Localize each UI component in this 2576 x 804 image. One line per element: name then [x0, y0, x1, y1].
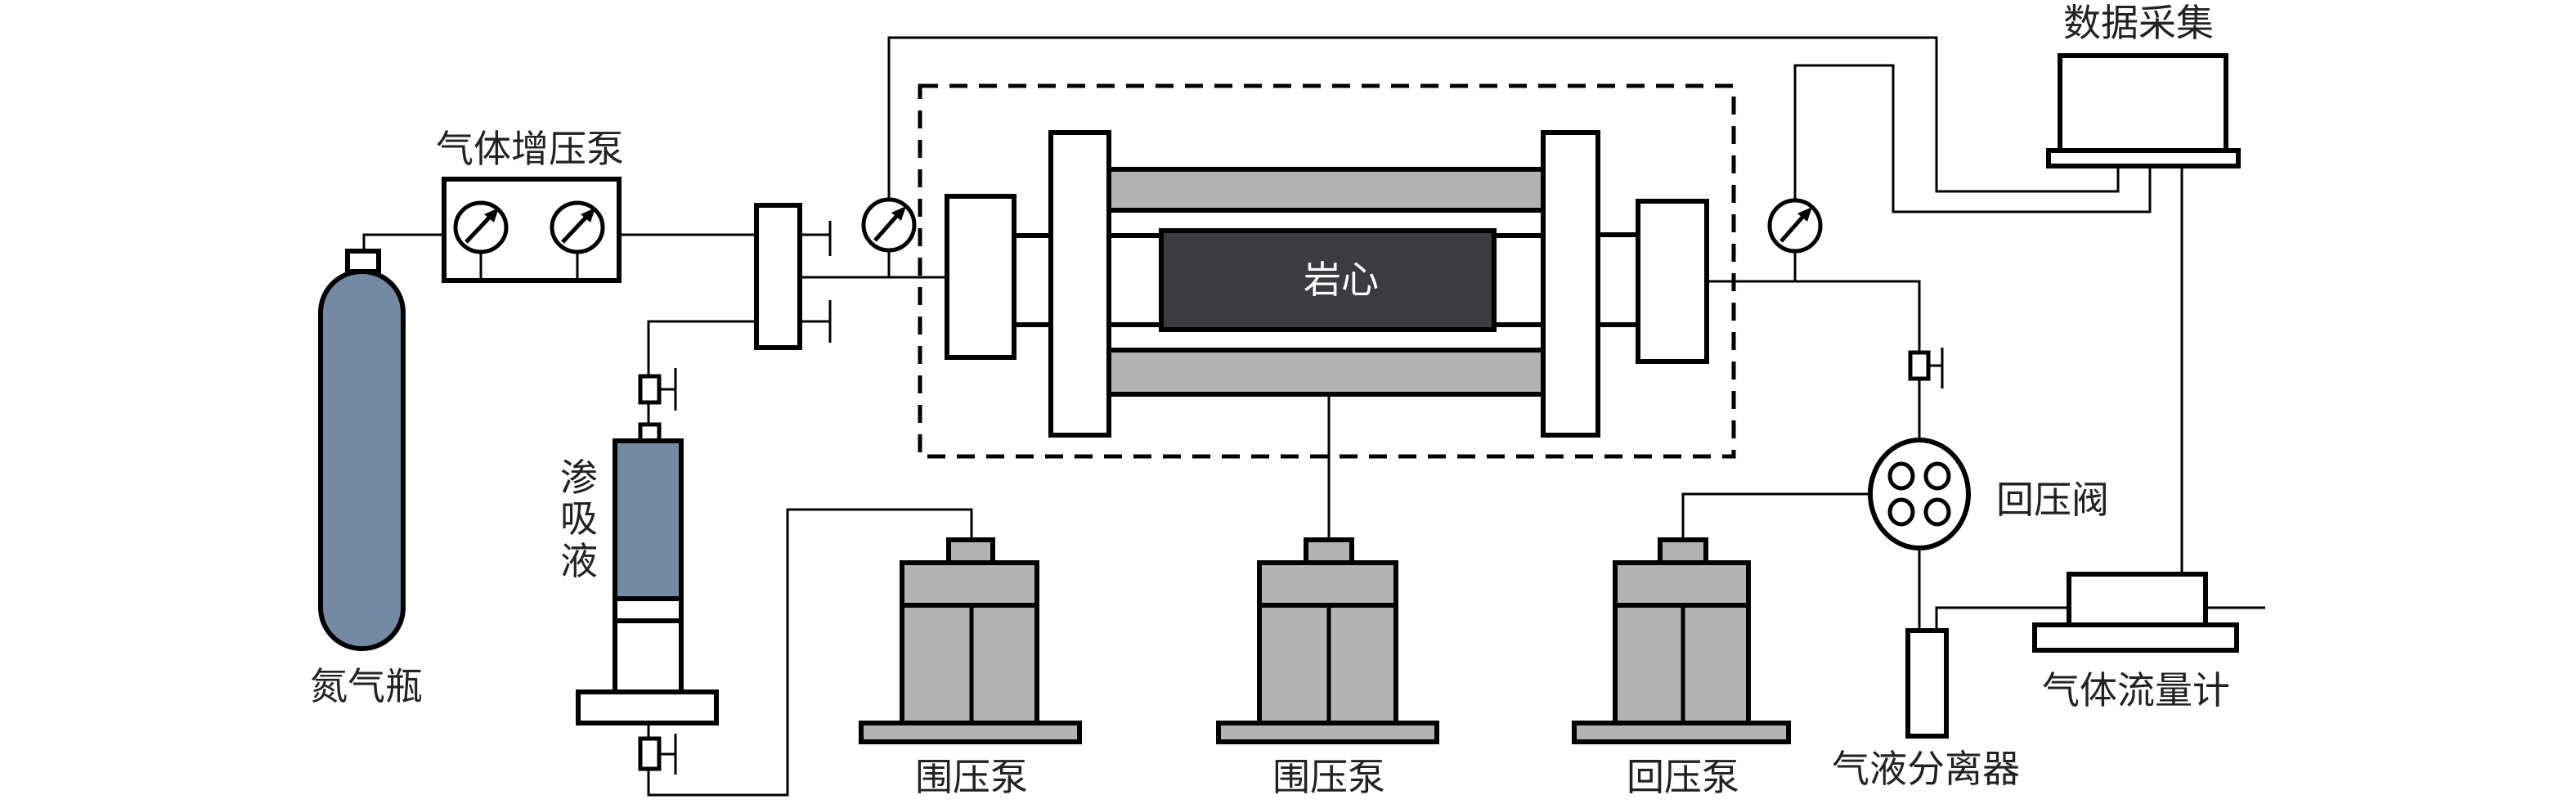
pressure-gauge-icon: [550, 200, 605, 281]
imbibition-liquid-container: [576, 422, 719, 725]
rock-core: [1159, 228, 1497, 332]
confining-pressure-pump-2: [1216, 537, 1439, 744]
gas-liquid-separator-label: 气液分离器: [1832, 747, 2020, 791]
pipelines: [362, 36, 2265, 797]
imbibition-liquid-label: 液: [560, 539, 598, 583]
confining-pressure-pump-1: [859, 537, 1082, 744]
nitrogen-cylinder: [318, 249, 406, 651]
imbibition-liquid-label: 吸: [560, 496, 598, 541]
back-pressure-valve: [1868, 438, 1971, 550]
data-acquisition-label: 数据采集: [2063, 1, 2214, 45]
gas-liquid-separator: [1905, 628, 1949, 739]
back-pressure-pump-label: 回压泵: [1627, 755, 1739, 799]
rock-core-label: 岩心: [1304, 258, 1379, 302]
back-pressure-valve-label: 回压阀: [1996, 478, 2109, 522]
pressure-gauge-icon: [1767, 198, 1823, 254]
valve-icon: [638, 374, 662, 405]
back-pressure-pump: [1572, 537, 1791, 744]
valve-icon: [638, 736, 662, 771]
gas-flowmeter: [2032, 572, 2239, 653]
confining-pressure-pump-2-label: 围压泵: [1272, 755, 1385, 799]
core-holder-enclosure: [918, 83, 1736, 459]
core-holder: [945, 130, 1709, 438]
nitrogen-cylinder-label: 氮气瓶: [310, 664, 423, 708]
gas-booster-pump: [442, 177, 622, 283]
gas-flowmeter-label: 气体流量计: [2042, 668, 2230, 712]
gas-booster-pump-label: 气体增压泵: [436, 127, 624, 171]
pressure-gauge-icon: [453, 200, 509, 281]
manifold-block: [754, 203, 802, 350]
valve-icon: [1908, 350, 1931, 381]
confining-pressure-pump-1-label: 围压泵: [915, 755, 1028, 799]
pressure-gauge-icon: [861, 197, 917, 253]
imbibition-liquid-label: 渗: [560, 456, 598, 500]
data-acquisition-computer: [2046, 53, 2241, 168]
